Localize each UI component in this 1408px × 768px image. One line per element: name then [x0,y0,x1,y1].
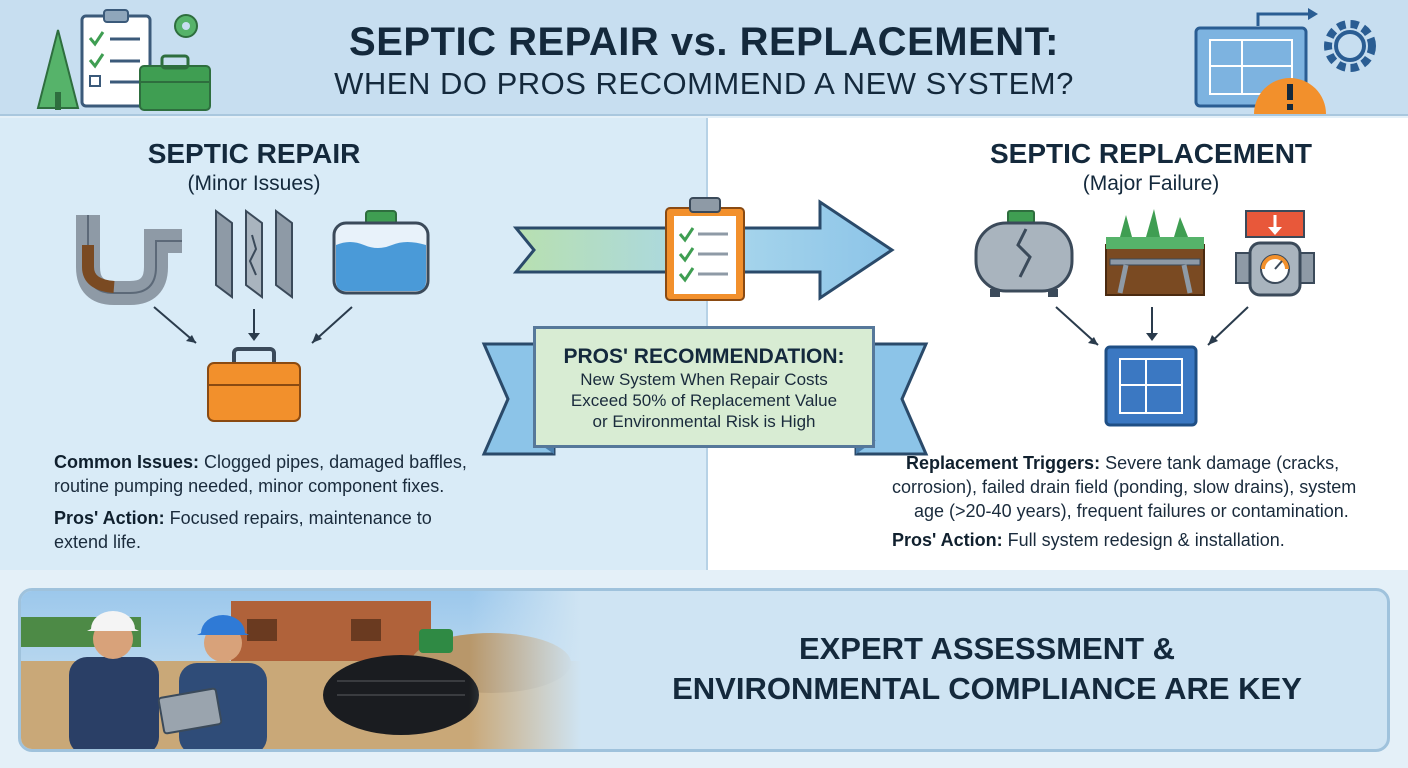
gear-icon [174,14,198,38]
valve-gauge-icon [1235,210,1315,297]
header-left-icons [36,9,211,111]
triggers-text-3: age (>20-40 years), frequent failures or… [914,501,1349,521]
replacement-action-label: Pros' Action: [892,530,1003,550]
footer-line-1: EXPERT ASSESSMENT & [798,631,1176,666]
toolbox-icon [139,54,211,111]
recommendation-box: PROS' RECOMMENDATION: New System When Re… [533,326,875,448]
recommendation-title: PROS' RECOMMENDATION: [563,345,845,368]
issues-text-2: routine pumping needed, minor component … [54,476,445,496]
repair-action-text-2: extend life. [54,532,142,552]
repair-icons [76,209,430,422]
page-subtitle: WHEN DO PROS RECOMMEND A NEW SYSTEM? [334,66,1074,101]
triggers-text-1: Severe tank damage (cracks, [1100,453,1340,473]
repair-issues: Common Issues: Clogged pipes, damaged ba… [54,450,504,498]
recommendation-line-1: New System When Repair Costs [580,370,828,389]
warning-icon [1254,78,1326,114]
footer-banner: EXPERT ASSESSMENT & ENVIRONMENTAL COMPLI… [18,588,1390,752]
replacement-icons [974,209,1315,427]
repair-action: Pros' Action: Focused repairs, maintenan… [54,506,504,554]
baffle-icon [215,209,293,299]
repair-action-label: Pros' Action: [54,508,165,528]
gear-icon [1324,20,1376,72]
replacement-action: Pros' Action: Full system redesign & ins… [892,528,1372,552]
recommendation-line-3: or Environmental Risk is High [592,412,816,431]
header-banner: SEPTIC REPAIR vs. REPLACEMENT: WHEN DO P… [0,0,1408,116]
replacement-action-text: Full system redesign & installation. [1002,530,1285,550]
triggers-label: Replacement Triggers: [906,453,1101,473]
triggers-text-2: corrosion), failed drain field (ponding,… [892,477,1357,497]
repair-action-text-1: Focused repairs, maintenance to [164,508,432,528]
tank-icon [332,210,430,295]
arrow-icon [153,306,197,344]
cracked-tank-icon [974,210,1074,297]
arrow-icon [1256,12,1308,26]
repair-subtitle: (Minor Issues) [187,172,321,195]
arrow-head-icon [1308,8,1318,20]
page-title: SEPTIC REPAIR vs. REPLACEMENT: [349,20,1059,64]
toolbox-icon [207,347,301,422]
clipboard-icon [665,197,745,301]
blueprint-icon [1104,345,1198,427]
pipe-icon [76,215,182,305]
issues-label: Common Issues: [54,452,200,472]
recommendation-line-2: Exceed 50% of Replacement Value [570,391,838,410]
issues-text-1: Clogged pipes, damaged baffles, [199,452,467,472]
center-arrow [512,197,895,301]
repair-title: SEPTIC REPAIR [147,138,361,169]
site-photo [21,591,581,749]
tree-icon [36,29,80,110]
replacement-title: SEPTIC REPLACEMENT [989,138,1313,169]
replacement-subtitle: (Major Failure) [1082,172,1220,195]
checklist-icon [80,9,152,108]
footer-message: EXPERT ASSESSMENT & ENVIRONMENTAL COMPLI… [581,629,1387,709]
footer-line-2: ENVIRONMENTAL COMPLIANCE ARE KEY [672,671,1302,706]
replacement-triggers: Replacement Triggers: Severe tank damage… [886,451,1386,523]
drain-field-icon [1105,209,1205,296]
header-right-icons [1194,8,1376,114]
arrow-icon [1055,306,1099,346]
